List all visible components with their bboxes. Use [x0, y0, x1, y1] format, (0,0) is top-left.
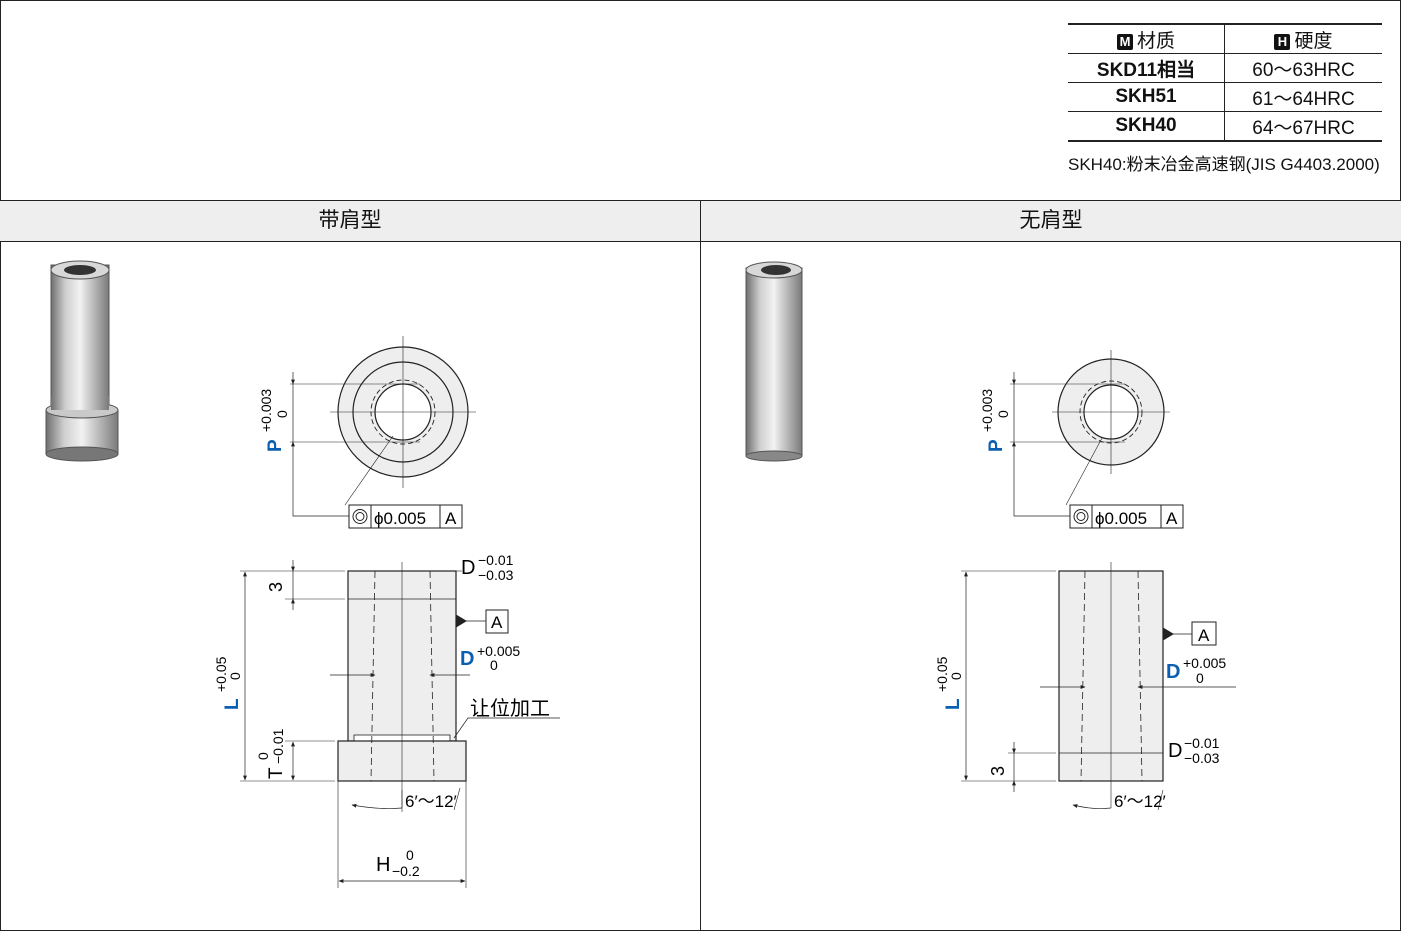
t-tol-upper: 0 [255, 752, 271, 760]
shouldered-top-view [290, 336, 476, 517]
shouldered-bushing-photo [45, 260, 119, 462]
straight-bushing-photo [745, 261, 803, 462]
concentricity-frame-right [1069, 504, 1184, 529]
straight-top-view [1010, 350, 1170, 517]
straight-side-view [961, 562, 1236, 811]
d-outer-label-left: D [461, 557, 475, 579]
concentricity-value-left: ϕ0.005 [374, 509, 426, 528]
l-tol-lower-right: 0 [948, 672, 964, 680]
d-inner-label-left: D [460, 648, 474, 670]
p-tol-lower-right: 0 [995, 410, 1011, 418]
d-outer-label-right: D [1168, 740, 1182, 762]
d-inner-tol-upper-right: +0.005 [1183, 655, 1226, 671]
t-label: T [266, 767, 287, 779]
h-label: H [376, 854, 390, 876]
l-tol-upper-right: +0.05 [934, 656, 950, 692]
d-outer-tol-upper-left: −0.01 [478, 552, 514, 568]
material-icon: M [1116, 33, 1133, 50]
datum-ref-right: A [1166, 509, 1178, 528]
material-cell: SKD11相当 [1068, 53, 1225, 83]
datum-a-right: A [1198, 626, 1210, 645]
panel-title-straight: 无肩型 [701, 200, 1401, 242]
d-outer-tol-upper-right: −0.01 [1184, 735, 1220, 751]
l-tol-lower-left: 0 [227, 672, 243, 680]
t-tol-lower: −0.01 [270, 728, 286, 764]
h-tol-upper: 0 [406, 847, 414, 863]
material-note: SKH40:粉末冶金高速钢(JIS G4403.2000) [1068, 155, 1380, 174]
p-tol-lower-left: 0 [274, 410, 290, 418]
datum-a-left: A [491, 613, 503, 632]
three-label-left: 3 [266, 582, 286, 592]
d-inner-tol-upper-left: +0.005 [477, 643, 520, 659]
p-label-left: P [265, 439, 286, 452]
panel-divider [700, 200, 701, 931]
p-label-right: P [986, 439, 1007, 452]
relief-label: 让位加工 [470, 697, 550, 720]
datum-ref-left: A [445, 509, 457, 528]
concentricity-value-right: ϕ0.005 [1095, 509, 1147, 528]
h-tol-lower: −0.2 [392, 863, 420, 879]
table-row: SKH51 61～64HRC [1068, 82, 1382, 112]
hardness-icon: H [1274, 33, 1291, 50]
l-label-right: L [943, 698, 964, 710]
hardness-cell: 64～67HRC [1224, 111, 1382, 142]
panel-title-shouldered: 带肩型 [0, 200, 700, 242]
shouldered-side-view [240, 560, 560, 888]
hardness-cell: 61～64HRC [1224, 82, 1382, 112]
taper-label-right: 6′～12′ [1114, 792, 1166, 811]
taper-label-left: 6′～12′ [405, 792, 457, 811]
l-label-left: L [222, 698, 243, 710]
d-inner-tol-lower-left: 0 [490, 657, 498, 673]
p-tol-upper-left: +0.003 [258, 389, 274, 432]
material-cell: SKH40 [1068, 111, 1225, 142]
hardness-cell: 60～63HRC [1224, 53, 1382, 83]
concentricity-frame-left [348, 504, 463, 529]
table-row: SKH40 64～67HRC [1068, 111, 1382, 142]
d-inner-label-right: D [1166, 661, 1180, 683]
l-tol-upper-left: +0.05 [213, 656, 229, 692]
three-label-right: 3 [988, 766, 1008, 776]
d-inner-tol-lower-right: 0 [1196, 670, 1204, 686]
d-outer-tol-lower-left: −0.03 [478, 567, 514, 583]
table-row: SKD11相当 60～63HRC [1068, 53, 1382, 83]
d-outer-tol-lower-right: −0.03 [1184, 750, 1220, 766]
material-cell: SKH51 [1068, 82, 1225, 112]
p-tol-upper-right: +0.003 [979, 389, 995, 432]
